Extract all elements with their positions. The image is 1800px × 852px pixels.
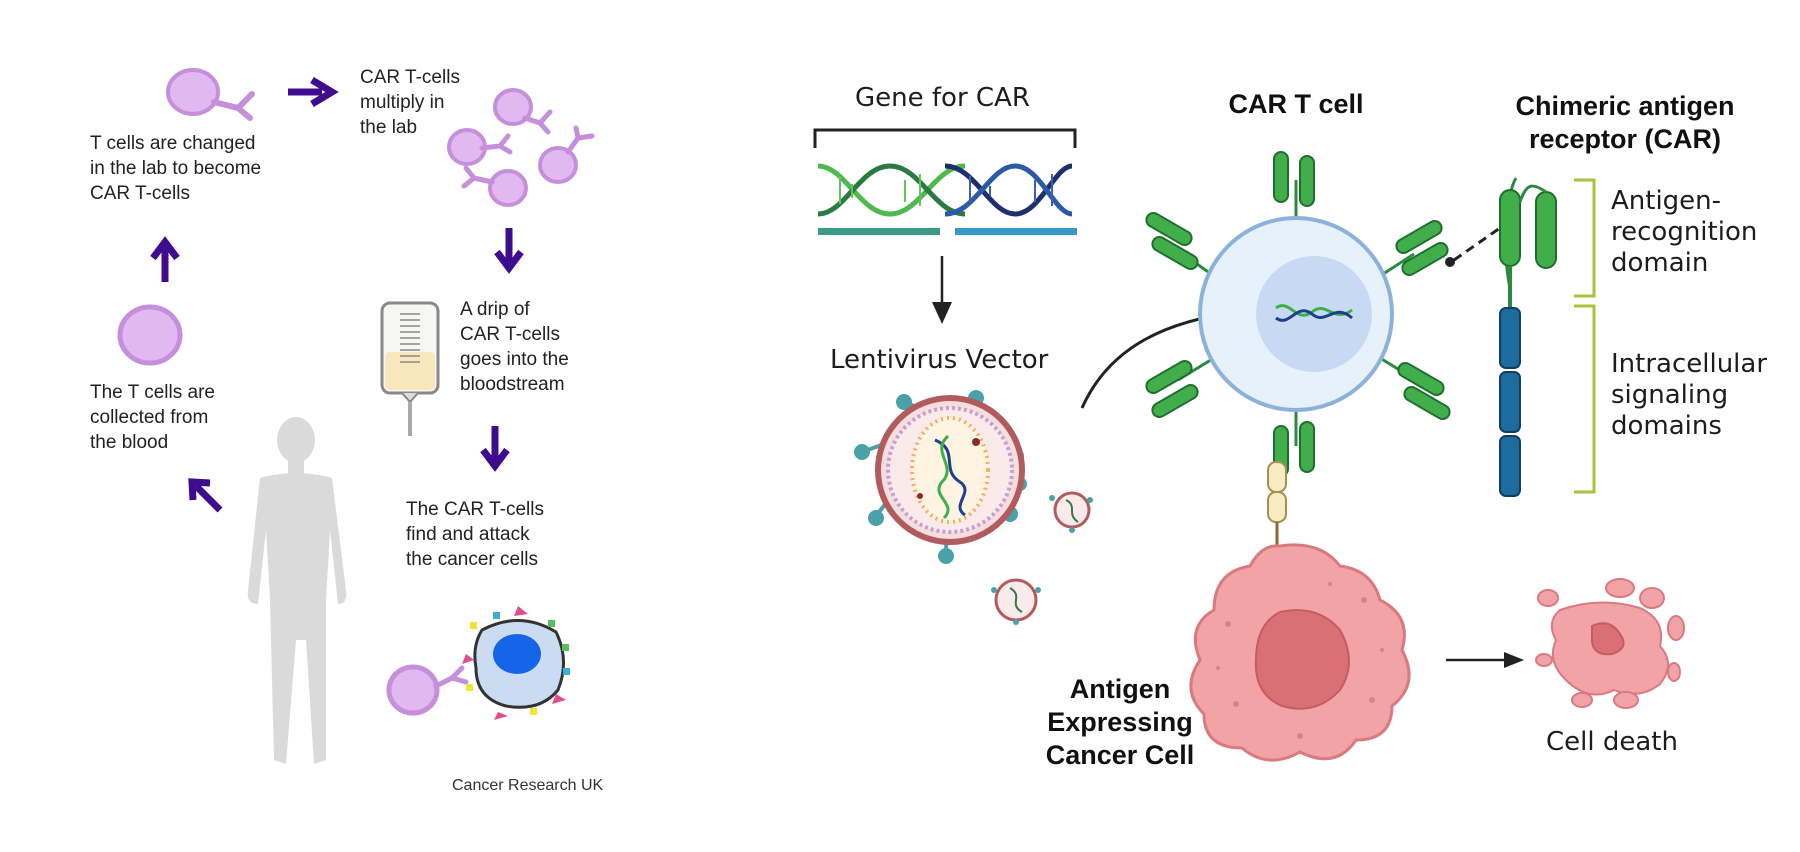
gene-segment-bar [818,228,940,235]
receptor-title: Chimeric antigen receptor (CAR) [1515,91,1735,154]
car-t-cell-label: CAR T cell [1228,89,1364,119]
arrow-down-icon [494,228,524,274]
lentivirus-icon [854,390,1027,564]
arrow-right-icon [288,76,339,108]
step-collected-label: The T cells are collected from the blood [90,382,215,453]
gene-bracket [813,128,1077,148]
human-silhouette [247,417,347,764]
credit-label: Cancer Research UK [452,777,604,794]
step-attack-label: The CAR T-cells find and attack the canc… [406,499,544,570]
multiplied-t-cells [447,88,595,207]
signal-domain-label: Intracellular signaling domains [1611,349,1768,441]
car-t-cell [1145,151,1451,546]
cancer-cell-small [462,606,570,720]
cancer-cell-large [1189,543,1411,762]
signal-domain-bracket [1574,304,1596,494]
cell-death-fragments [1535,578,1685,709]
dna-helix-icon [817,163,1073,217]
arrow-right-black-icon [1446,652,1524,668]
gene-label: Gene for CAR [855,83,1030,113]
car-t-attack-icon [386,606,570,720]
arrow-down-icon-2 [480,426,510,472]
collected-t-cell [117,304,183,366]
step-drip-label: A drip of CAR T-cells goes into the bloo… [460,299,569,395]
gene-segment-bar-2 [955,228,1077,235]
arrow-down-black-icon [932,256,952,324]
arrow-up-left-icon [188,478,223,513]
drip-bag-icon [380,301,440,436]
cancer-cell-label: Antigen Expressing Cancer Cell [1045,674,1195,770]
modified-t-cell [166,68,255,121]
step-multiply-label: CAR T-cells multiply in the lab [360,67,460,138]
vector-label: Lentivirus Vector [830,345,1049,375]
lentivirus-small-icon [991,491,1093,625]
arrow-up-icon [150,236,180,282]
receptor-link [1445,226,1501,267]
cell-death-label: Cell death [1546,727,1678,757]
step-changed-label: T cells are changed in the lab to become… [90,133,262,204]
car-receptor-icon [1499,177,1557,497]
antigen-domain-label: Antigen- recognition domain [1611,186,1758,278]
antigen-domain-bracket [1574,178,1596,298]
